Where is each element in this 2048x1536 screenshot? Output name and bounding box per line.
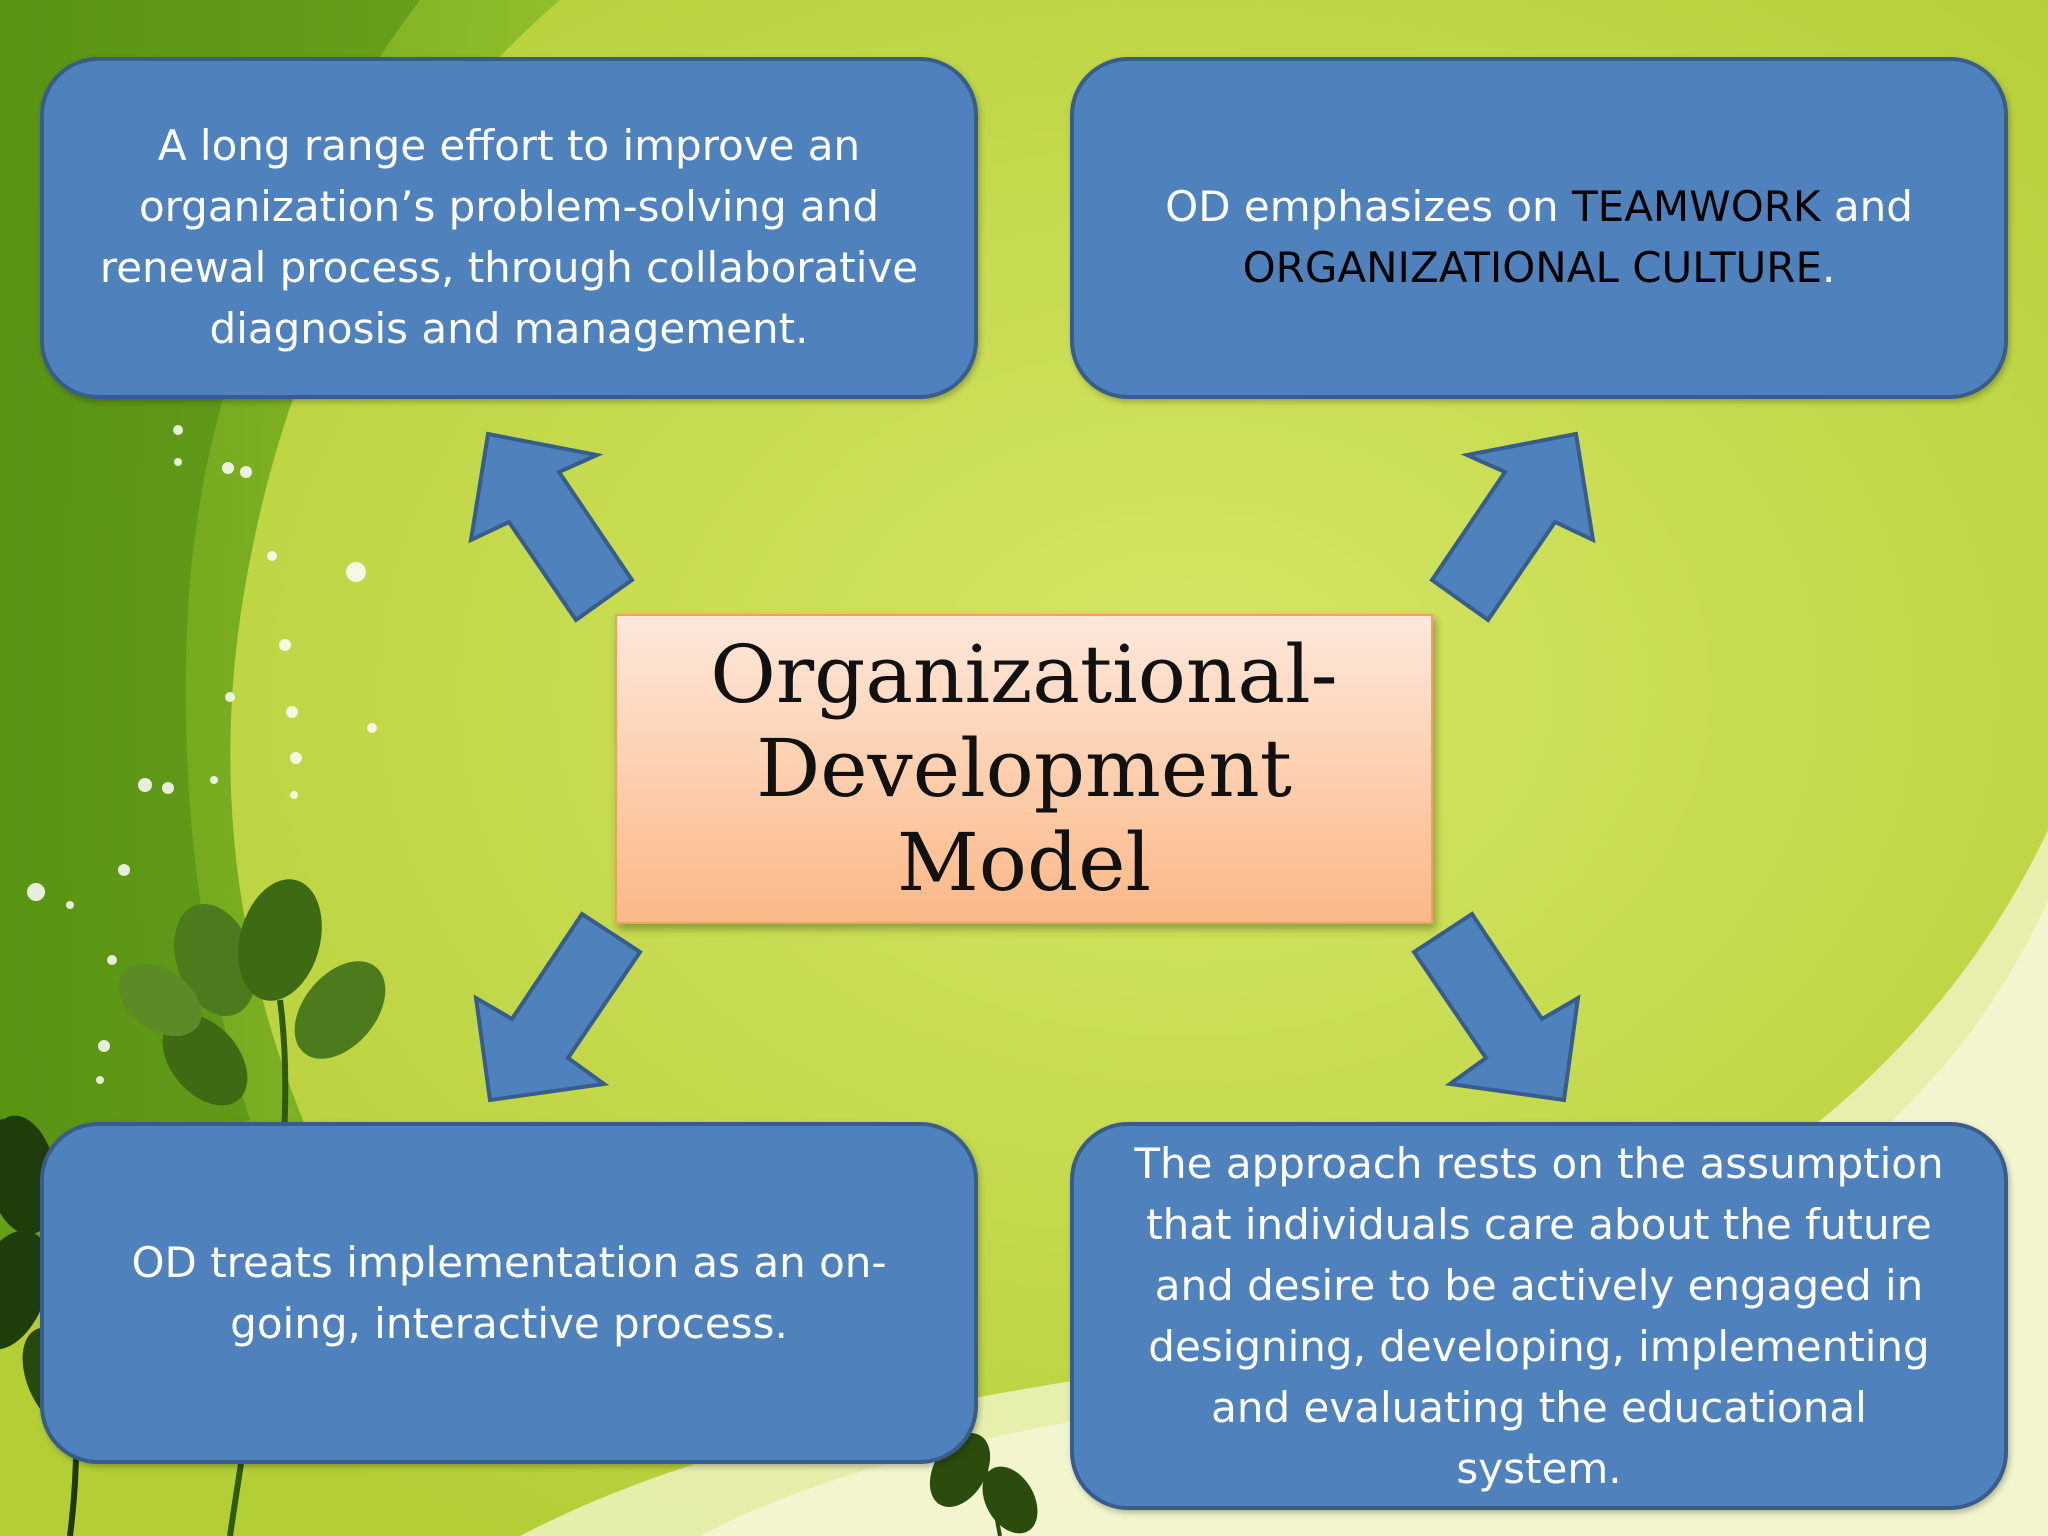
arrow-to-bottom-right	[1411, 911, 1581, 1103]
box-bottom-left-text: OD treats implementation as an on-going,…	[131, 1238, 887, 1348]
box-bottom-left: OD treats implementation as an on-going,…	[40, 1122, 978, 1464]
box-top-left: A long range effort to improve an organi…	[40, 57, 978, 399]
organizational-culture-term: ORGANIZATIONAL CULTURE	[1242, 243, 1822, 292]
center-title: Organizational- Development Model	[617, 628, 1431, 910]
box-top-right: OD emphasizes on TEAMWORK and ORGANIZATI…	[1070, 57, 2008, 399]
center-title-line1: Organizational-	[710, 628, 1338, 721]
box-bottom-right: The approach rests on the assumption tha…	[1070, 1122, 2008, 1510]
center-title-line2: Development Model	[756, 722, 1292, 909]
box-top-right-suffix: .	[1822, 243, 1836, 292]
arrow-to-top-right	[1429, 431, 1596, 623]
sparkle-dots	[27, 425, 377, 1084]
teamwork-term: TEAMWORK	[1572, 182, 1821, 231]
box-top-right-middle: and	[1820, 182, 1913, 231]
arrow-to-bottom-left	[473, 911, 643, 1103]
box-top-right-text: OD emphasizes on TEAMWORK and ORGANIZATI…	[1074, 176, 2004, 298]
arrow-to-top-left	[468, 431, 635, 623]
center-title-box: Organizational- Development Model	[615, 614, 1433, 924]
box-top-left-text: A long range effort to improve an organi…	[99, 121, 919, 353]
box-top-right-prefix: OD emphasizes on	[1165, 182, 1572, 231]
box-bottom-right-text: The approach rests on the assumption tha…	[1134, 1139, 1944, 1493]
